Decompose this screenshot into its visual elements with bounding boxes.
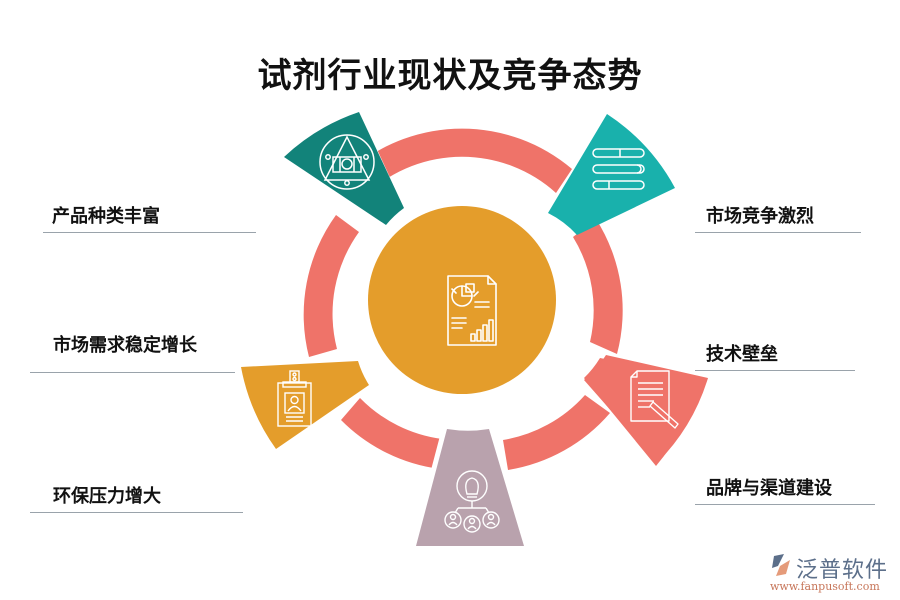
ring-segment-left: [303, 215, 359, 357]
center-circle: [368, 206, 556, 394]
wedge-mauve: [411, 429, 528, 546]
label-environmental-pressure: 环保压力增大: [53, 486, 161, 507]
label-rule: [30, 372, 235, 373]
brand-logo: 泛普软件 www.fanpusoft.com: [770, 552, 895, 596]
alchemy-triangle-circle-icon: [319, 134, 375, 190]
label-rule: [30, 512, 243, 513]
report-chart-document-icon: [447, 275, 497, 346]
id-badge-icon: [277, 370, 312, 427]
label-market-demand-growth: 市场需求稳定增长: [53, 335, 197, 356]
idea-network-people-icon: [444, 470, 500, 533]
label-rule: [43, 232, 256, 233]
wedge-orange: [241, 361, 369, 449]
wedge-dark-teal: [282, 108, 405, 225]
outer-ring: [303, 128, 623, 470]
label-product-variety: 产品种类丰富: [52, 206, 160, 227]
page-title: 试剂行业现状及竞争态势: [257, 56, 643, 96]
label-rule: [695, 370, 855, 371]
label-technical-barriers: 技术壁垒: [706, 344, 778, 365]
label-market-competition: 市场竞争激烈: [706, 206, 814, 227]
label-rule: [695, 504, 875, 505]
logo-url: www.fanpusoft.com: [770, 580, 880, 593]
slider-bars-icon: [592, 148, 645, 190]
document-pencil-icon: [630, 370, 679, 429]
logo-name: 泛普软件: [796, 558, 889, 583]
ring-segment-lower-right: [503, 395, 610, 470]
ring-segment-top: [352, 128, 572, 193]
ring-segment-lower-left: [341, 398, 442, 469]
wedge-salmon: [584, 355, 708, 466]
fanpu-logo-icon: [772, 554, 790, 576]
label-brand-channel: 品牌与渠道建设: [706, 478, 832, 499]
wedge-teal: [548, 114, 675, 235]
ring-segment-right: [573, 219, 623, 354]
label-rule: [695, 232, 861, 233]
